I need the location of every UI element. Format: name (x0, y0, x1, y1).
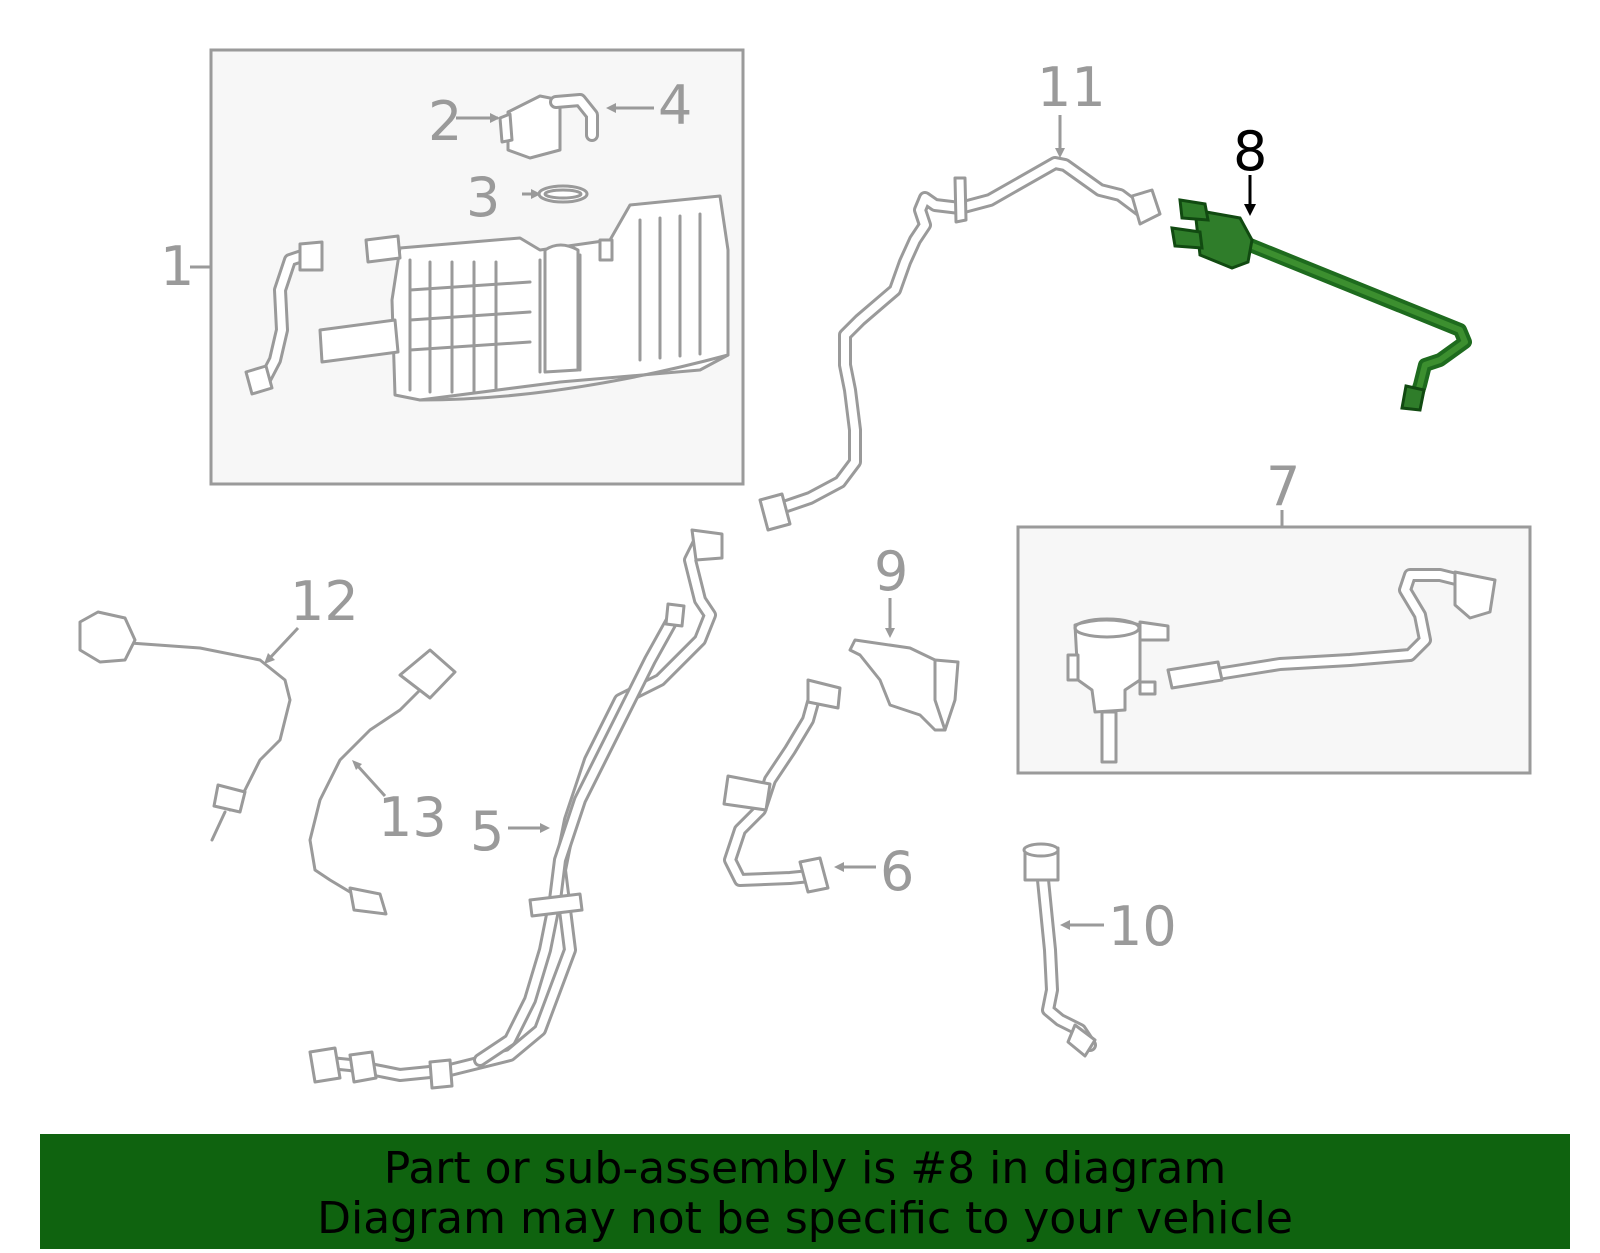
banner-line-2: Diagram may not be specific to your vehi… (317, 1193, 1293, 1244)
callout-9: 9 (874, 540, 908, 603)
callout-12: 12 (290, 570, 359, 633)
callout-8: 8 (1233, 120, 1267, 183)
callout-2: 2 (428, 90, 462, 153)
part-1-assembly-box (190, 48, 745, 486)
part-13-sensor (308, 648, 457, 916)
info-banner: Part or sub-assembly is #8 in diagram Di… (40, 1134, 1570, 1249)
part-8-highlighted (1170, 175, 1472, 412)
banner-line-1: Part or sub-assembly is #8 in diagram (383, 1143, 1227, 1194)
callout-6: 6 (880, 840, 914, 903)
callout-11: 11 (1037, 56, 1106, 119)
callout-7: 7 (1266, 455, 1300, 518)
callout-5: 5 (470, 800, 504, 863)
part-11-hose (758, 115, 1162, 532)
leader-13 (354, 762, 387, 798)
leader-12 (266, 626, 300, 662)
callout-13: 13 (378, 786, 447, 849)
callout-4: 4 (658, 74, 692, 137)
part-6-hose (722, 678, 876, 894)
part-7-assembly-box (1016, 510, 1532, 775)
part-12-sensor (78, 610, 300, 842)
callout-3: 3 (466, 166, 500, 229)
callout-10: 10 (1108, 895, 1177, 958)
part-5-hose (308, 528, 724, 1090)
canister-body (318, 194, 730, 402)
callout-1: 1 (160, 235, 194, 298)
part-9-bracket (848, 598, 960, 732)
part-10-hose (1022, 842, 1104, 1058)
